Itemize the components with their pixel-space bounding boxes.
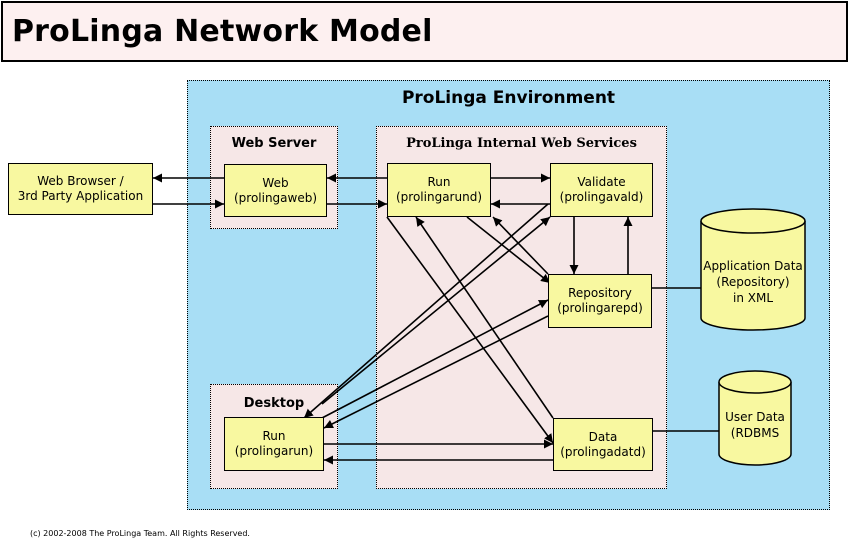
browser-label-line2: 3rd Party Application <box>17 189 144 203</box>
internal-services-title: ProLinga Internal Web Services <box>406 136 637 151</box>
arrow-desktop-to-validate <box>321 216 551 405</box>
title-bar: ProLinga Network Model <box>1 1 848 62</box>
app-data-cylinder <box>700 208 806 331</box>
run-desktop-label-name: Run <box>262 429 286 443</box>
app-data-line3: in XML <box>732 291 773 305</box>
data-node: Data (prolingadatd) <box>553 418 653 471</box>
repository-label-name: Repository <box>568 286 632 300</box>
app-data-line1: Application Data <box>703 259 803 273</box>
repository-node: Repository (prolingarepd) <box>548 274 652 328</box>
validate-node: Validate (prolingavald) <box>550 163 653 217</box>
arrow-data-to-run <box>415 216 554 419</box>
arrow-validate-to-desktop <box>303 203 549 419</box>
user-data-label: User Data (RDBMS <box>719 409 791 441</box>
browser-node: Web Browser / 3rd Party Application <box>8 163 153 215</box>
environment-title: ProLinga Environment <box>401 88 616 108</box>
arrow-run-to-repository <box>466 216 551 284</box>
run-desktop-label-process: (prolingarun) <box>234 444 314 458</box>
run-server-label-name: Run <box>427 175 451 189</box>
run-desktop-node: Run (prolingarun) <box>224 417 324 471</box>
web-label-name: Web <box>262 175 289 190</box>
data-label-name: Data <box>588 429 618 444</box>
page-title: ProLinga Network Model <box>12 14 433 49</box>
desktop-title: Desktop <box>243 396 305 411</box>
user-data-line1: User Data <box>725 410 785 424</box>
app-data-label: Application Data (Repository) in XML <box>701 258 805 306</box>
web-node: Web (prolingaweb) <box>224 164 327 217</box>
validate-label-name: Validate <box>577 175 626 189</box>
data-label-process: (prolingadatd) <box>560 444 646 459</box>
run-server-label-process: (prolingarund) <box>396 190 482 204</box>
arrow-desktop-to-repository <box>321 299 549 419</box>
app-data-line2: (Repository) <box>716 275 790 289</box>
web-server-title: Web Server <box>231 136 317 151</box>
arrow-run-to-data <box>386 216 554 444</box>
browser-label-line1: Web Browser / <box>37 174 124 188</box>
validate-label-process: (prolingavald) <box>559 190 644 204</box>
web-label-process: (prolingaweb) <box>233 190 318 205</box>
user-data-cylinder <box>718 370 792 466</box>
arrow-repository-to-desktop <box>323 315 549 429</box>
user-data-line2: (RDBMS <box>730 426 780 440</box>
repository-label-process: (prolingarepd) <box>557 301 643 315</box>
run-server-node: Run (prolingarund) <box>387 163 491 217</box>
arrow-repository-to-run <box>492 216 549 275</box>
copyright-footer: (c) 2002-2008 The ProLinga Team. All Rig… <box>30 529 250 538</box>
